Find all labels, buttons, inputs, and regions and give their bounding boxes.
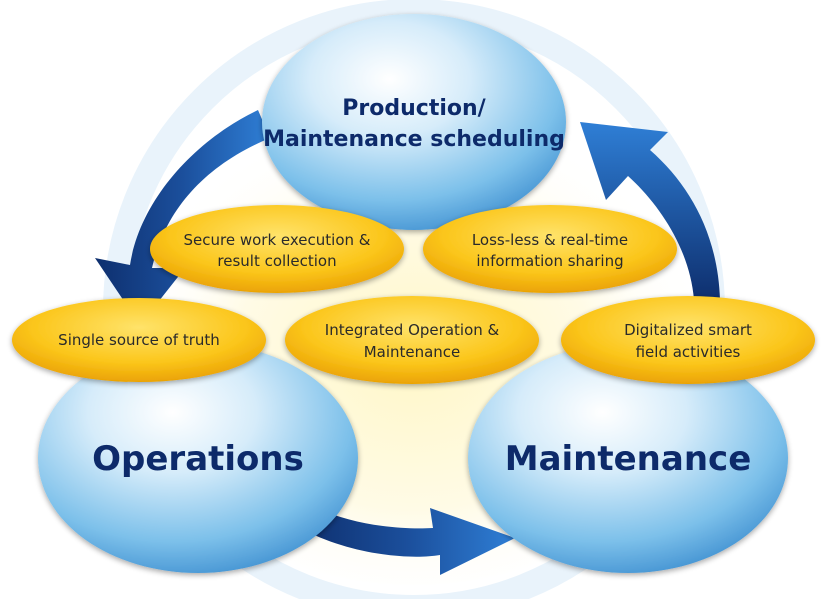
arrow-maintenance-to-scheduling: [580, 122, 720, 300]
secure-work-line1: Secure work execution &: [184, 231, 371, 249]
feature-digitalized: Digitalized smart field activities: [561, 296, 815, 384]
digitalized-line2: field activities: [636, 343, 741, 361]
integrated-line1: Integrated Operation &: [325, 321, 500, 339]
feature-secure-work: Secure work execution & result collectio…: [150, 205, 404, 293]
node-operations: Operations: [38, 343, 358, 573]
single-source-line1: Single source of truth: [58, 331, 220, 349]
scheduling-label-line2: Maintenance scheduling: [263, 127, 565, 152]
feature-single-source: Single source of truth: [12, 298, 266, 382]
lossless-line1: Loss-less & real-time: [472, 231, 628, 249]
node-scheduling: Production/ Maintenance scheduling: [262, 14, 566, 230]
arrow-operations-to-maintenance: [300, 505, 515, 575]
node-maintenance: Maintenance: [468, 343, 788, 573]
digitalized-line1: Digitalized smart: [624, 321, 752, 339]
secure-work-line2: result collection: [217, 252, 336, 270]
scheduling-label-line1: Production/: [342, 96, 486, 121]
arrow-scheduling-to-operations: [95, 110, 270, 325]
integrated-line2: Maintenance: [364, 343, 461, 361]
feature-integrated: Integrated Operation & Maintenance: [285, 296, 539, 384]
operations-label: Operations: [92, 439, 304, 479]
feature-lossless: Loss-less & real-time information sharin…: [423, 205, 677, 293]
maintenance-label: Maintenance: [505, 439, 752, 479]
lossless-line2: information sharing: [476, 252, 623, 270]
